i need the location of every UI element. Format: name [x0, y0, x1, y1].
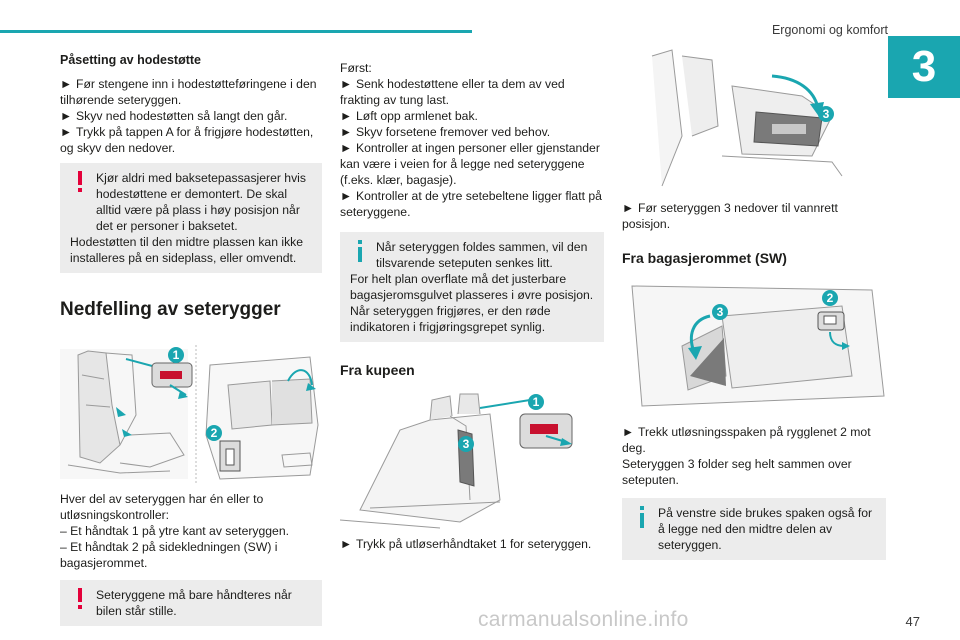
step: ►Trekk utløsningsspaken på rygglenet 2 m… — [622, 425, 871, 455]
warning-box: Seteryggene må bare håndteres når bilen … — [60, 580, 322, 626]
warning-box: Kjør aldri med baksetepassasjerer hvis h… — [60, 163, 322, 273]
page-number: 47 — [905, 614, 920, 629]
arrow-icon: ► — [340, 189, 353, 203]
warning-text: Kjør aldri med baksetepassasjerer hvis h… — [96, 171, 306, 233]
body-text: Seteryggen 3 folder seg helt sammen over… — [622, 457, 852, 487]
arrow-icon: ► — [340, 537, 353, 551]
body-item: – Et håndtak 1 på ytre kant av seterygge… — [60, 524, 289, 538]
step: ►Kontroller at de ytre setebeltene ligge… — [340, 189, 602, 219]
warning-icon — [72, 588, 88, 610]
info-box: Når seteryggen foldes sammen, vil den ti… — [340, 232, 604, 342]
arrow-icon: ► — [340, 77, 353, 91]
callout-3 — [712, 304, 728, 320]
body-item: – Et håndtak 2 på sidekledningen (SW) i … — [60, 540, 278, 570]
callout-3 — [818, 106, 834, 122]
callout-1 — [528, 394, 544, 410]
subsection-heading: Fra kupeen — [340, 362, 415, 378]
callout-1 — [168, 347, 184, 363]
arrow-icon: ► — [340, 125, 353, 139]
info-text: Når seteryggen frigjøres, er den røde in… — [350, 304, 551, 334]
callout-label: 2 — [827, 291, 834, 305]
watermark: carmanualsonline.info — [478, 608, 689, 631]
step: ►Skyv forsetene fremover ved behov. — [340, 125, 551, 139]
column-2: Først: ►Senk hodestøttene eller ta dem a… — [340, 60, 604, 552]
step: ►Før seteryggen 3 nedover til vannrett p… — [622, 201, 838, 231]
info-text: Når seteryggen foldes sammen, vil den ti… — [376, 240, 588, 270]
step: ►Trykk på tappen A for å frigjøre hodest… — [60, 125, 314, 155]
callout-label: 1 — [173, 348, 180, 362]
figure-from-trunk: 2 3 — [622, 276, 886, 416]
warning-text: Seteryggene må bare håndteres når bilen … — [96, 588, 292, 618]
arrow-icon: ► — [622, 425, 635, 439]
callout-3 — [458, 436, 474, 452]
callout-label: 3 — [823, 107, 830, 121]
column-3: 3 ►Før seteryggen 3 nedover til vannrett… — [622, 46, 886, 560]
callout-label: 2 — [211, 426, 218, 440]
section-heading: Nedfelling av seterygger — [60, 299, 281, 320]
callout-label: 3 — [717, 305, 724, 319]
step: ►Trykk på utløserhåndtaket 1 for seteryg… — [340, 537, 592, 551]
step: ►Før stengene inn i hodestøtteføringene … — [60, 77, 317, 107]
arrow-icon: ► — [60, 109, 73, 123]
step: ►Senk hodestøttene eller ta dem av ved f… — [340, 77, 565, 107]
subsection-heading: Fra bagasjerommet (SW) — [622, 250, 787, 266]
figure-from-cabin: 1 3 — [340, 390, 604, 530]
warning-text: Hodestøtten til den midtre plassen kan i… — [70, 235, 304, 265]
body-intro: Hver del av seteryggen har én eller to u… — [60, 492, 264, 522]
arrow-icon: ► — [340, 141, 353, 155]
info-icon — [352, 240, 368, 262]
warning-icon — [72, 171, 88, 193]
arrow-icon: ► — [60, 125, 73, 139]
section-title: Ergonomi og komfort — [771, 23, 888, 37]
step: ►Løft opp armlenet bak. — [340, 109, 478, 123]
callout-2 — [206, 425, 222, 441]
info-text: På venstre side brukes spaken også for å… — [658, 506, 873, 552]
callout-label: 3 — [463, 437, 470, 451]
arrow-icon: ► — [340, 109, 353, 123]
step: ►Kontroller at ingen personer eller gjen… — [340, 141, 600, 187]
header-accent-bar — [0, 30, 472, 33]
info-box: På venstre side brukes spaken også for å… — [622, 498, 886, 560]
intro-first: Først: — [340, 61, 372, 75]
figure-fold-seatback: 3 — [622, 46, 886, 196]
figure-release-controls: 1 2 — [60, 345, 322, 485]
callout-label: 1 — [533, 395, 540, 409]
heading-headrest-fitting: Påsetting av hodestøtte — [60, 53, 201, 67]
info-icon — [634, 506, 650, 528]
callout-2 — [822, 290, 838, 306]
arrow-icon: ► — [622, 201, 635, 215]
chapter-badge: 3 — [888, 36, 960, 98]
step: ►Skyv ned hodestøtten så langt den går. — [60, 109, 288, 123]
info-text: For helt plan overflate må det justerbar… — [350, 272, 594, 302]
column-1: Påsetting av hodestøtte ►Før stengene in… — [60, 52, 322, 626]
arrow-icon: ► — [60, 77, 73, 91]
